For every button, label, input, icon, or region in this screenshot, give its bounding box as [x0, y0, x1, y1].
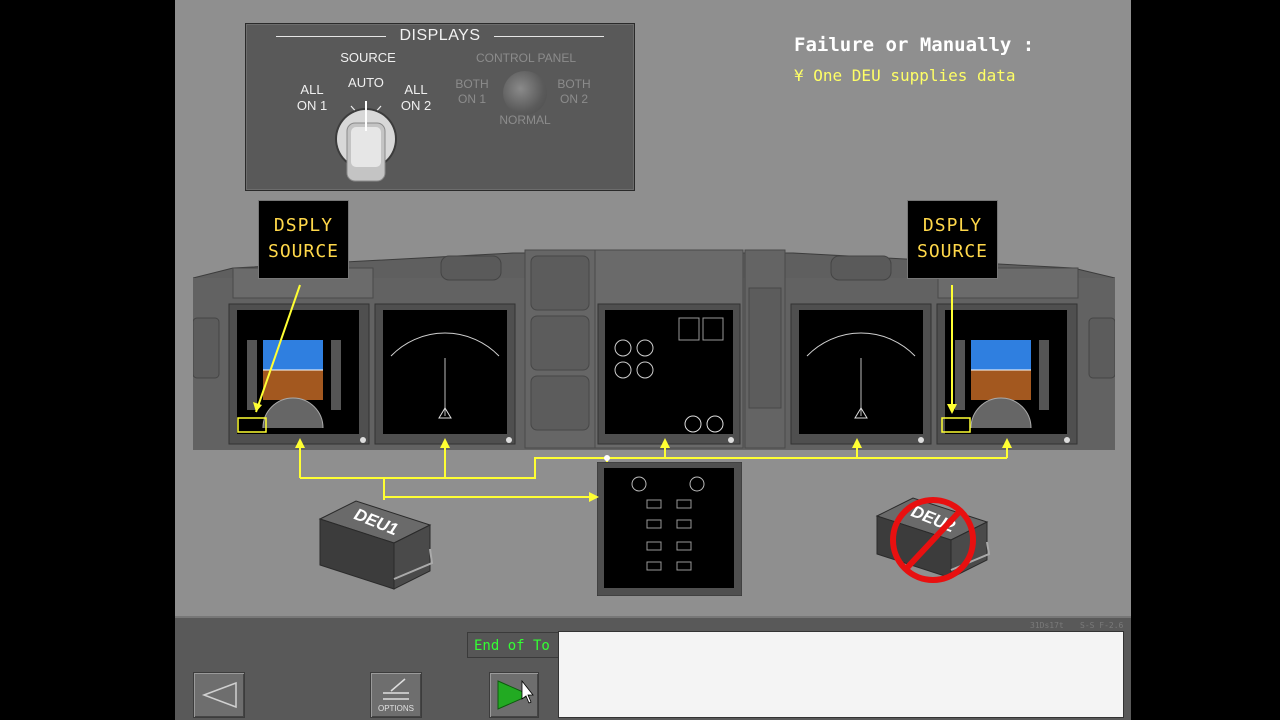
all-on-2-line2: ON 2	[400, 98, 432, 113]
options-button[interactable]: OPTIONS	[370, 672, 422, 718]
narration-text-area	[558, 631, 1124, 718]
source-label: SOURCE	[340, 50, 396, 65]
control-panel-knob[interactable]	[503, 71, 547, 115]
panel-title: DISPLAYS	[399, 27, 481, 44]
dsply-source-left-label: DSPLY SOURCE	[258, 200, 349, 279]
page-ref-right: S-S F-2.6	[1080, 621, 1124, 630]
dsply-left-line2: SOURCE	[267, 241, 340, 262]
lower-eicas-display	[597, 462, 742, 596]
both-on-1-line1: BOTH	[455, 77, 489, 91]
dsply-left-line1: DSPLY	[273, 215, 334, 236]
normal-label: NORMAL	[499, 113, 551, 127]
both-on-2-line1: BOTH	[557, 77, 591, 91]
source-selector-knob[interactable]	[333, 97, 399, 187]
dsply-source-right-label: DSPLY SOURCE	[907, 200, 998, 279]
both-on-1-line2: ON 1	[457, 92, 486, 106]
title-rule-left	[276, 36, 386, 37]
control-panel-label: CONTROL PANEL	[475, 51, 577, 65]
deu1-box-icon: DEU1	[318, 500, 434, 590]
cockpit-display-panel	[193, 249, 1115, 450]
deu2-box-icon: DEU2	[875, 497, 991, 583]
page-ref-left: 31Ds17t	[1030, 621, 1064, 630]
all-on-1-line1: ALL	[300, 82, 324, 97]
training-stage: DISPLAYS SOURCE AUTO ALL ON 1 ALL ON 2 C…	[175, 0, 1131, 720]
all-on-1-label: ALL ON 1	[292, 82, 332, 114]
no-symbol-icon	[890, 497, 976, 583]
all-on-2-line1: ALL	[404, 82, 428, 97]
deu1-unit: DEU1	[318, 497, 438, 590]
all-on-1-line2: ON 1	[296, 98, 328, 113]
displays-panel: DISPLAYS SOURCE AUTO ALL ON 1 ALL ON 2 C…	[245, 23, 635, 191]
play-forward-icon	[497, 679, 534, 710]
both-on-2-line2: ON 2	[559, 92, 588, 106]
dsply-right-line2: SOURCE	[916, 241, 989, 262]
both-on-1-label: BOTH ON 1	[452, 77, 492, 107]
title-rule-right	[494, 36, 604, 37]
all-on-2-label: ALL ON 2	[396, 82, 436, 114]
failure-bullet: ¥ One DEU supplies data	[794, 66, 1016, 85]
dsply-right-line1: DSPLY	[922, 215, 983, 236]
options-label: OPTIONS	[377, 704, 414, 713]
deu2-unit-failed: DEU2	[875, 494, 995, 584]
auto-label: AUTO	[348, 75, 384, 90]
failure-title: Failure or Manually :	[794, 34, 1035, 56]
status-readout: End of To	[467, 632, 559, 658]
back-arrow-icon	[201, 681, 237, 709]
next-button[interactable]	[489, 672, 539, 718]
data-bus-wiring	[253, 284, 1012, 502]
back-button[interactable]	[193, 672, 245, 718]
both-on-2-label: BOTH ON 2	[554, 77, 594, 107]
options-icon	[383, 678, 409, 700]
